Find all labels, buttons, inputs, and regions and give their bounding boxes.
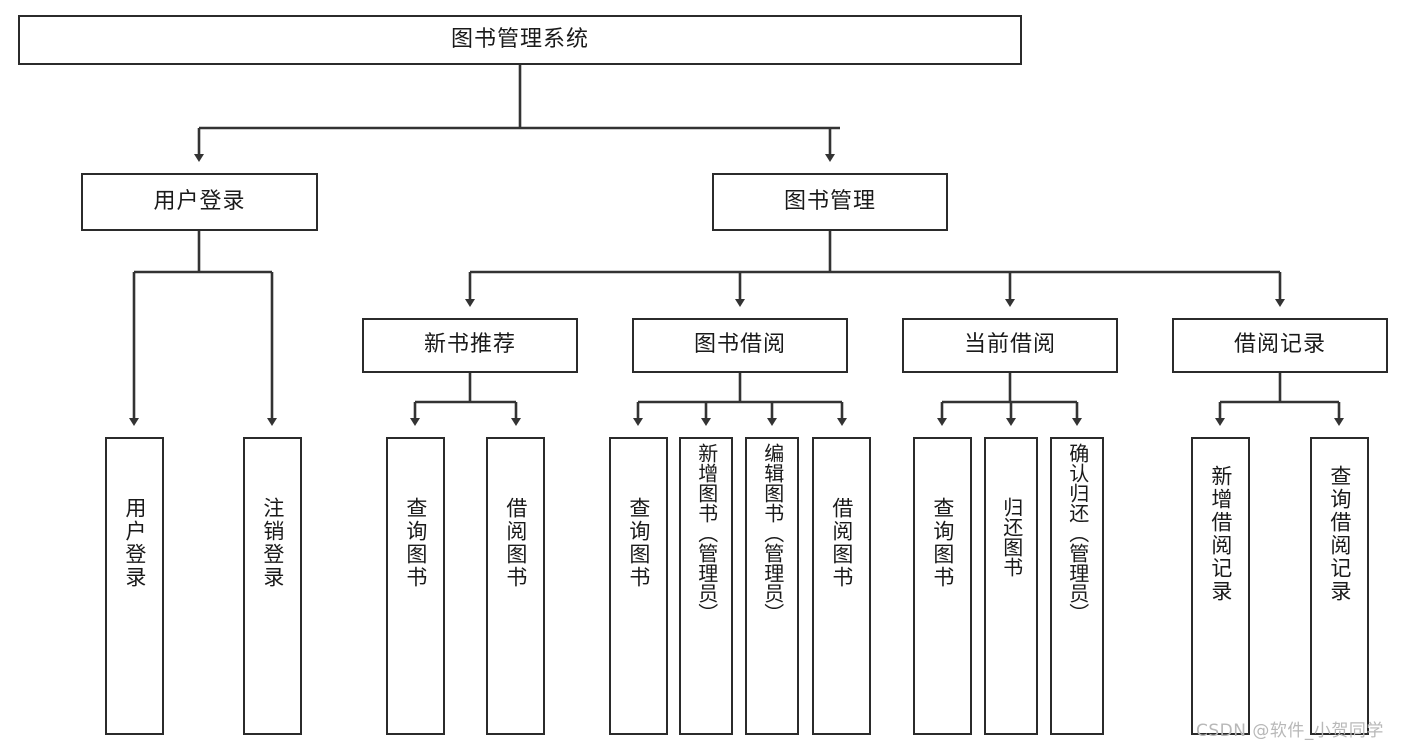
node-current-borrow[interactable]: 当前借阅 [902,318,1118,373]
node-label: 借阅图书 [503,497,528,589]
node-label: 借阅图书 [829,497,854,589]
node-label: 注销登录 [260,497,285,589]
node-label: 查询图书 [626,497,651,589]
node-label: 查询图书 [403,497,428,589]
node-book-management[interactable]: 图书管理 [712,173,948,231]
node-label: 编辑图书（管理员） [760,443,785,623]
leaf-query-borrow-record[interactable]: 查询借阅记录 [1310,437,1369,735]
leaf-return-book[interactable]: 归还图书 [984,437,1038,735]
node-label: 查询图书 [930,497,955,589]
leaf-borrow-book-recommend[interactable]: 借阅图书 [486,437,545,735]
node-root-book-management-system[interactable]: 图书管理系统 [18,15,1022,65]
node-label: 新书推荐 [423,332,516,358]
node-label: 图书管理 [783,188,876,214]
watermark-text: CSDN @软件_小贺同学 [1196,721,1384,741]
node-label: 查询借阅记录 [1327,465,1352,603]
leaf-user-login[interactable]: 用户登录 [105,437,164,735]
node-label: 当前借阅 [963,332,1056,358]
leaf-logout[interactable]: 注销登录 [243,437,302,735]
node-new-book-recommend[interactable]: 新书推荐 [362,318,578,373]
node-label: 新增图书（管理员） [694,443,719,623]
node-label: 用户登录 [122,497,147,589]
leaf-lend-book[interactable]: 借阅图书 [812,437,871,735]
node-label: 归还图书 [999,497,1024,577]
leaf-query-book-current[interactable]: 查询图书 [913,437,972,735]
node-borrow-records[interactable]: 借阅记录 [1172,318,1388,373]
leaf-edit-book-admin[interactable]: 编辑图书（管理员） [745,437,799,735]
node-label: 图书借阅 [693,332,786,358]
node-label: 新增借阅记录 [1208,465,1233,603]
leaf-add-book-admin[interactable]: 新增图书（管理员） [679,437,733,735]
leaf-add-borrow-record[interactable]: 新增借阅记录 [1191,437,1250,735]
node-label: 确认归还（管理员） [1065,443,1090,623]
node-label: 借阅记录 [1233,332,1326,358]
leaf-query-book-recommend[interactable]: 查询图书 [386,437,445,735]
leaf-query-book-borrow[interactable]: 查询图书 [609,437,668,735]
node-label: 图书管理系统 [450,26,589,52]
leaf-confirm-return-admin[interactable]: 确认归还（管理员） [1050,437,1104,735]
node-user-login[interactable]: 用户登录 [81,173,318,231]
node-book-borrow[interactable]: 图书借阅 [632,318,848,373]
node-label: 用户登录 [153,188,246,214]
